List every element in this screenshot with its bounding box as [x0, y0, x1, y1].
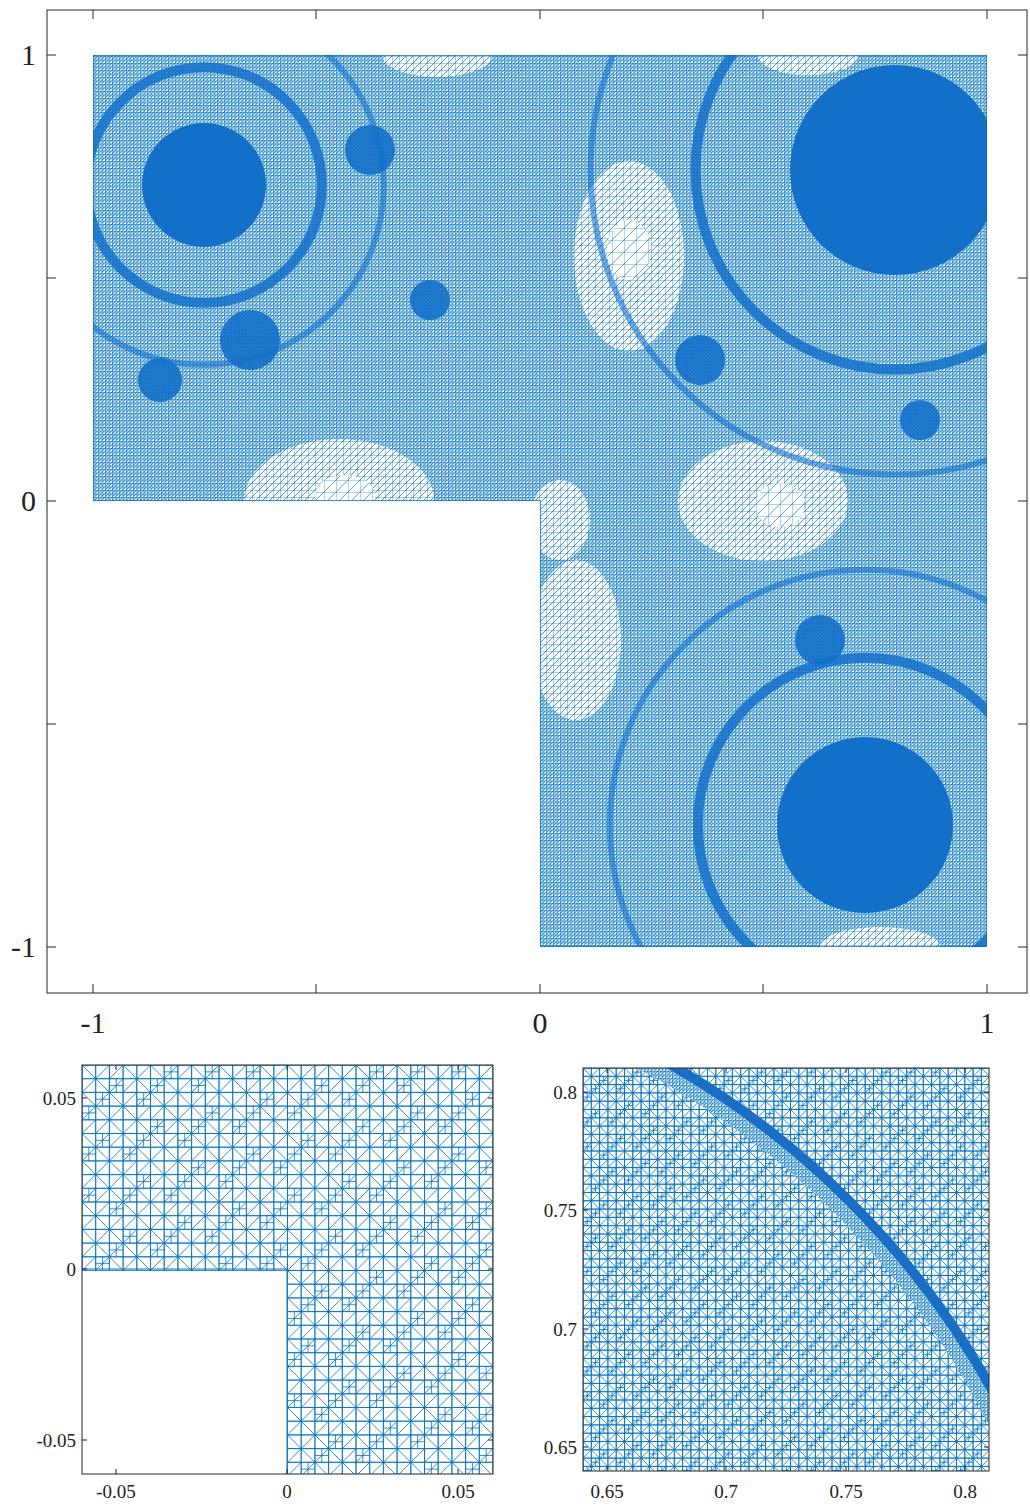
- mesh-part: [82, 1269, 287, 1474]
- mesh-part: [675, 335, 725, 385]
- tick-label: -1: [11, 932, 36, 962]
- corner-mesh: [82, 1065, 493, 1474]
- tick-label: 0.65: [544, 1438, 577, 1457]
- tick-label: 0.05: [43, 1089, 76, 1108]
- tick-label: 0.65: [590, 1482, 623, 1501]
- mesh-part: [530, 480, 590, 560]
- mesh-part: [345, 125, 395, 175]
- mesh-part: [583, 1068, 989, 1471]
- tick-label: 0.8: [553, 1083, 577, 1102]
- axes-frame: [583, 1068, 989, 1471]
- tick-label: 0.75: [544, 1201, 577, 1220]
- tick-label: -0.05: [96, 1482, 136, 1501]
- axes-frame: [82, 1065, 493, 1474]
- tick-label: 1: [980, 1008, 995, 1038]
- mesh-part: [583, 1068, 989, 1471]
- tick-label: 1: [21, 40, 36, 70]
- mesh-part: [698, 658, 1030, 992]
- mesh-part: [591, 0, 1030, 475]
- tick-marks: [47, 10, 1027, 993]
- front-mesh: [583, 1068, 989, 1471]
- mesh-part: [410, 280, 450, 320]
- mesh-part: [531, 560, 621, 720]
- mesh-part: [315, 475, 375, 515]
- tick-marks: [82, 1065, 493, 1474]
- mesh-part: [583, 1068, 989, 1471]
- mesh-part: [86, 67, 322, 303]
- mesh-part: [678, 441, 848, 561]
- mesh-part: [138, 358, 182, 402]
- tick-label: -0.05: [36, 1431, 76, 1450]
- main-mesh: [24, 0, 1030, 1080]
- mesh-part: [795, 615, 845, 665]
- tick-label: 0.8: [953, 1482, 977, 1501]
- mesh-part: [607, 220, 651, 280]
- mesh-part: [610, 570, 1030, 1080]
- mesh-part: [142, 123, 266, 247]
- mesh-part: [755, 483, 805, 527]
- tick-label: -1: [81, 1008, 106, 1038]
- tick-label: 0.05: [441, 1482, 474, 1501]
- tick-label: 0.7: [714, 1482, 738, 1501]
- tick-label: 0: [67, 1260, 77, 1279]
- tick-label: 0.75: [829, 1482, 862, 1501]
- mesh-part: [93, 55, 987, 947]
- mesh-part: [24, 5, 384, 365]
- tick-label: 0: [533, 1008, 548, 1038]
- tick-label: 0: [282, 1482, 292, 1501]
- tick-label: 0: [21, 486, 36, 516]
- tick-label: 0.7: [553, 1320, 577, 1339]
- mesh-part: [777, 737, 953, 913]
- mesh-part: [790, 65, 1000, 275]
- mesh-part: [900, 400, 940, 440]
- tick-marks: [583, 1068, 989, 1471]
- mesh-part: [82, 1065, 493, 1474]
- axes-frame: [47, 10, 1027, 993]
- mesh-part: [220, 310, 280, 370]
